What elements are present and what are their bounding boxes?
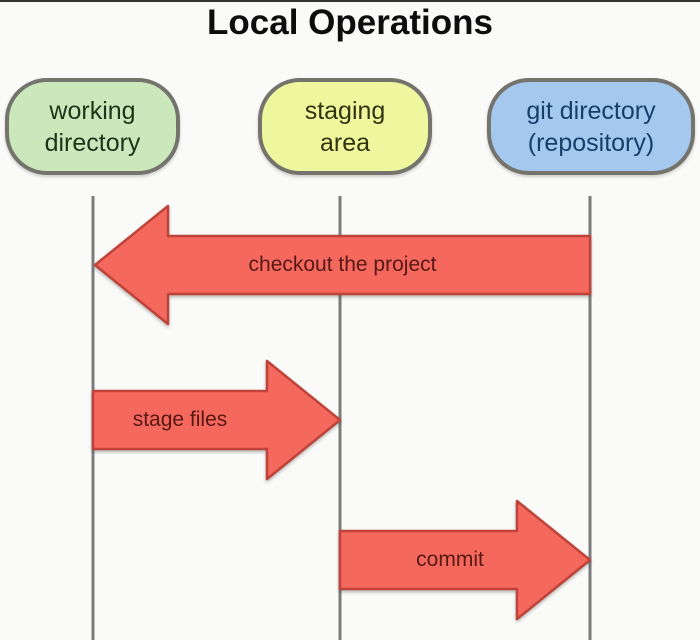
- top-border-line: [0, 0, 700, 2]
- node-staging-area: staging area: [258, 78, 432, 175]
- node-staging-area-label-line2: area: [319, 128, 371, 157]
- node-working-directory-label-line1: working: [49, 96, 136, 125]
- node-working-directory-label-line2: directory: [44, 128, 141, 157]
- page-title: Local Operations: [207, 3, 493, 42]
- arrow-commit-right: [338, 499, 592, 621]
- node-git-directory: git directory (repository): [487, 78, 695, 175]
- node-staging-area-label-line1: staging: [304, 96, 386, 125]
- arrow-checkout-left: [93, 204, 592, 326]
- node-working-directory: working directory: [5, 78, 180, 175]
- node-git-directory-label-line1: git directory: [526, 96, 656, 125]
- node-git-directory-label-line2: (repository): [527, 128, 655, 157]
- arrow-stage-right: [91, 359, 342, 481]
